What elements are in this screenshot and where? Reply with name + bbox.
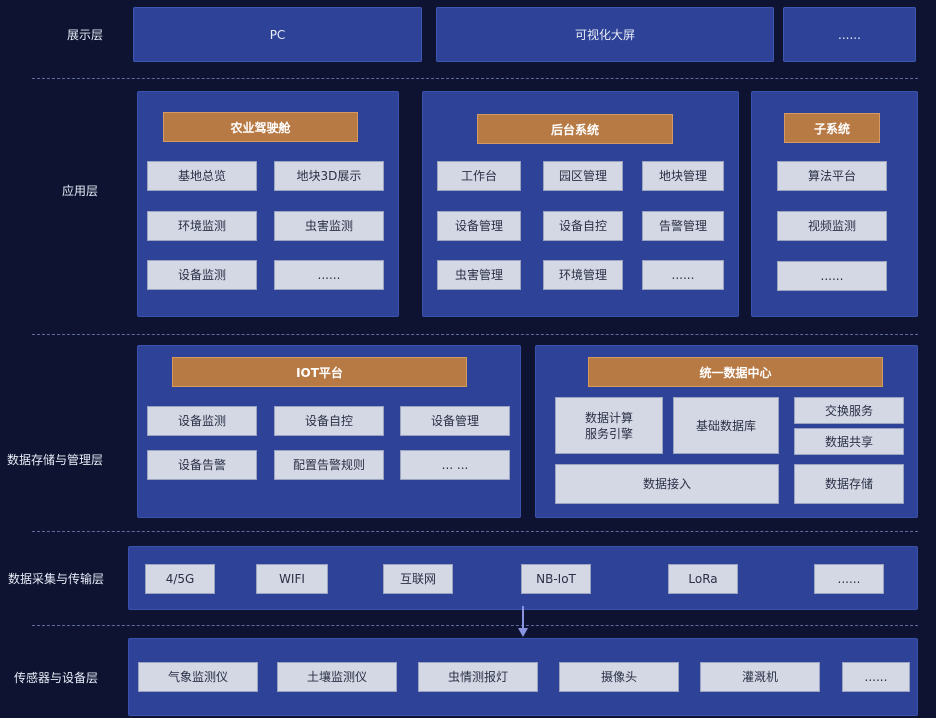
backend-item-env: 环境管理 <box>543 260 623 290</box>
display-more-box: ...... <box>783 7 916 62</box>
sensor-item-weather: 气象监测仪 <box>138 662 258 692</box>
data-center-compute: 数据计算 服务引擎 <box>555 397 663 454</box>
divider-application-storage <box>32 334 918 335</box>
iot-item-autocontrol: 设备自控 <box>274 406 384 436</box>
backend-item-pest: 虫害管理 <box>437 260 521 290</box>
subsystem-item-more: ...... <box>777 261 887 291</box>
cockpit-title: 农业驾驶舱 <box>163 112 358 142</box>
display-bigscreen-box: 可视化大屏 <box>436 7 774 62</box>
layer-label-sensor: 传感器与设备层 <box>13 670 98 685</box>
backend-item-more: ...... <box>642 260 724 290</box>
data-center-access: 数据接入 <box>555 464 779 504</box>
sensor-item-irrigator: 灌溉机 <box>700 662 820 692</box>
iot-item-alarm-rules: 配置告警规则 <box>274 450 384 480</box>
cockpit-item-env: 环境监测 <box>147 211 257 241</box>
cockpit-item-plot-3d: 地块3D展示 <box>274 161 384 191</box>
iot-item-manage: 设备管理 <box>400 406 510 436</box>
backend-item-park: 园区管理 <box>543 161 623 191</box>
layer-label-display: 展示层 <box>66 27 103 42</box>
layer-label-application: 应用层 <box>61 183 98 198</box>
iot-title: IOT平台 <box>172 357 467 387</box>
sensor-item-soil: 土壤监测仪 <box>277 662 397 692</box>
backend-item-plot: 地块管理 <box>642 161 724 191</box>
backend-item-workbench: 工作台 <box>437 161 521 191</box>
data-center-share: 数据共享 <box>794 428 904 455</box>
data-center-exchange: 交换服务 <box>794 397 904 424</box>
down-arrow-icon <box>518 606 528 637</box>
subsystem-item-algorithm: 算法平台 <box>777 161 887 191</box>
transport-item-internet: 互联网 <box>383 564 453 594</box>
cockpit-item-pest: 虫害监测 <box>274 211 384 241</box>
sensor-item-more: ...... <box>842 662 910 692</box>
data-center-title: 统一数据中心 <box>588 357 883 387</box>
iot-item-alarm: 设备告警 <box>147 450 257 480</box>
backend-item-alarm: 告警管理 <box>642 211 724 241</box>
sensor-item-pest-lamp: 虫情测报灯 <box>418 662 538 692</box>
transport-item-more: ...... <box>814 564 884 594</box>
cockpit-item-more: ...... <box>274 260 384 290</box>
divider-display-application <box>32 78 918 79</box>
layer-label-storage: 数据存储与管理层 <box>6 452 103 467</box>
transport-item-45g: 4/5G <box>145 564 215 594</box>
divider-storage-transport <box>32 531 918 532</box>
backend-item-autocontrol: 设备自控 <box>543 211 623 241</box>
transport-item-lora: LoRa <box>668 564 738 594</box>
iot-item-more: ... ... <box>400 450 510 480</box>
transport-item-wifi: WIFI <box>256 564 328 594</box>
layer-label-transport: 数据采集与传输层 <box>7 571 104 586</box>
subsystem-item-video: 视频监测 <box>777 211 887 241</box>
data-center-base-db: 基础数据库 <box>673 397 779 454</box>
iot-item-monitor: 设备监测 <box>147 406 257 436</box>
sensor-item-camera: 摄像头 <box>559 662 679 692</box>
backend-title: 后台系统 <box>477 114 673 144</box>
cockpit-item-overview: 基地总览 <box>147 161 257 191</box>
subsystem-title: 子系统 <box>784 113 880 143</box>
divider-transport-sensor <box>32 625 918 626</box>
data-center-store: 数据存储 <box>794 464 904 504</box>
cockpit-item-device: 设备监测 <box>147 260 257 290</box>
display-pc-box: PC <box>133 7 422 62</box>
backend-item-device: 设备管理 <box>437 211 521 241</box>
transport-item-nbiot: NB-IoT <box>521 564 591 594</box>
